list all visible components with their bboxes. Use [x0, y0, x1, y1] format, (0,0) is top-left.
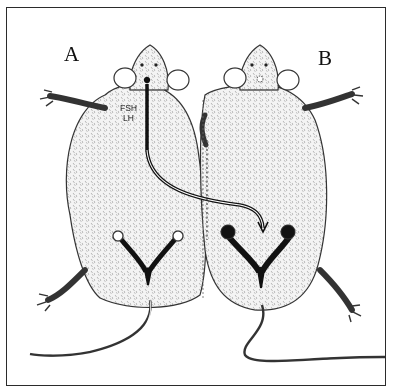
label-lh: LH	[123, 114, 134, 123]
rat-a	[30, 45, 206, 356]
label-fsh: FSH	[120, 104, 137, 113]
label-a: A	[64, 42, 79, 67]
label-b: B	[318, 46, 332, 71]
